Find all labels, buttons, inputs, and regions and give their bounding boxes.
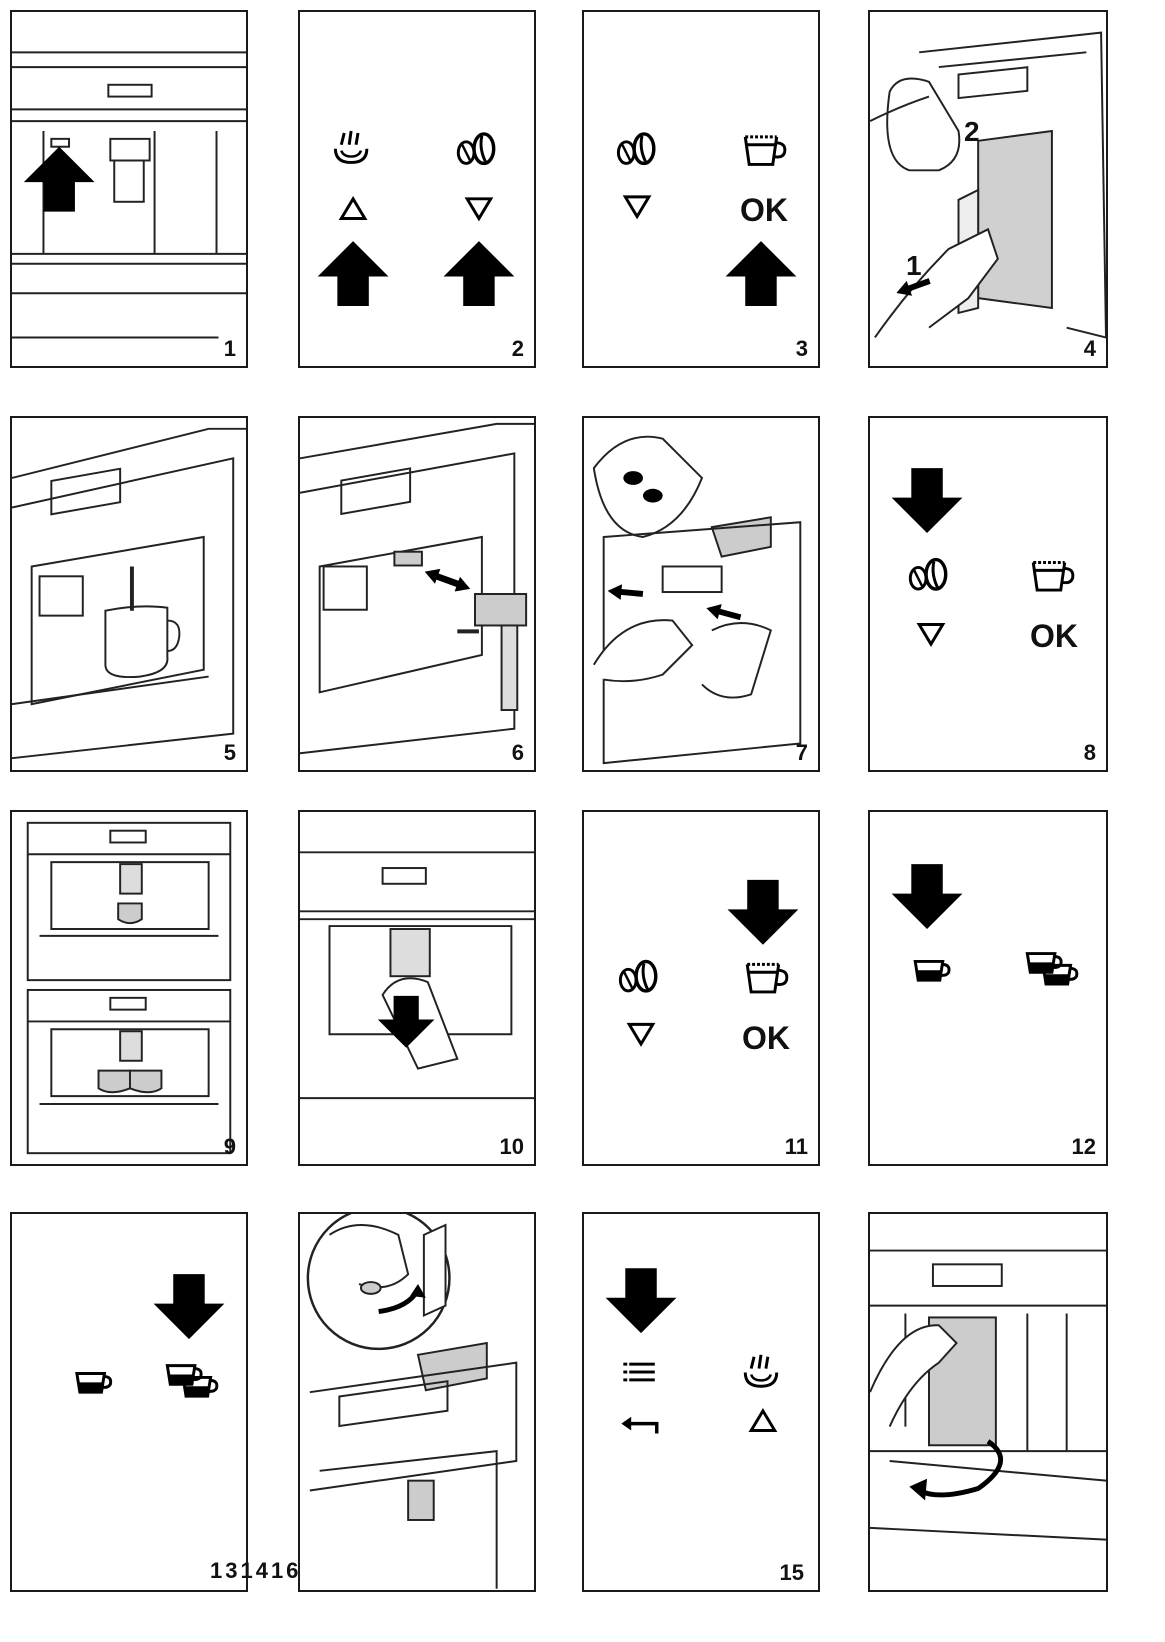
arrow-down-icon: [605, 1268, 677, 1334]
step-panel-3: OK 3: [582, 10, 820, 368]
arrow-left-icon: [422, 564, 461, 592]
cup-level-icon: [743, 135, 787, 166]
spout-adjust-illustration: [300, 851, 534, 1100]
step-panel-14: [298, 1212, 536, 1592]
arrow-down-icon: [727, 879, 799, 945]
single-cup-icon: [75, 1372, 113, 1394]
panel-15-art: [605, 1268, 779, 1436]
panel-number: 6: [511, 740, 524, 765]
panel-3-art: [616, 132, 797, 306]
beans-icon: [618, 959, 658, 993]
milk-pipe-attach-illustration: [300, 422, 534, 755]
step-panel-13: [10, 1212, 248, 1592]
panel-number: 10: [499, 1134, 524, 1159]
step-panel-16: [868, 1212, 1108, 1592]
cup-level-icon: [1031, 561, 1075, 592]
step-two-label: 2: [964, 116, 980, 147]
ok-label: OK: [1030, 618, 1078, 654]
up-triangle-icon: [749, 1409, 777, 1432]
step-panel-4: 1 2 4: [868, 10, 1108, 368]
arrow-up-icon: [23, 146, 95, 212]
step-panel-8: OK 8: [868, 416, 1108, 772]
panel-number: 2: [511, 336, 524, 361]
steam-icon: [333, 129, 369, 164]
brew-unit-removal-illustration: [870, 1249, 1106, 1541]
beans-icon: [616, 132, 656, 166]
up-triangle-icon: [339, 197, 367, 220]
panel-number: 3: [795, 336, 808, 361]
step-panel-15: 15: [582, 1212, 820, 1592]
down-triangle-icon: [623, 195, 651, 219]
panel-number: 1: [223, 336, 236, 361]
step-panel-9: 9: [10, 810, 248, 1166]
panel-number: 5: [223, 740, 236, 765]
ok-label: OK: [742, 1020, 790, 1056]
bean-fill-illustration: [592, 435, 802, 765]
step-panel-12: 12: [868, 810, 1108, 1166]
cup-level-icon: [745, 962, 789, 994]
step-panel-5: 5: [10, 416, 248, 772]
machine-front-illustration: [12, 51, 246, 339]
step-panel-10: 10: [298, 810, 536, 1166]
arrow-up-icon: [443, 241, 515, 306]
step-panel-11: OK 11: [582, 810, 820, 1166]
arrow-down-icon: [891, 864, 963, 929]
arrow-down-icon: [153, 1274, 225, 1340]
down-triangle-icon: [465, 197, 493, 220]
panel-8-art: [891, 468, 1075, 646]
panel-number: 11: [784, 1134, 808, 1159]
double-cup-icon: [1025, 952, 1079, 986]
panel-2-art: [317, 129, 515, 306]
back-icon: [619, 1415, 659, 1436]
step-one-label: 1: [906, 250, 922, 281]
panel-number: 12: [1071, 1134, 1096, 1159]
arrow-left-icon: [704, 600, 743, 625]
grinder-adjust-illustration: [306, 1214, 518, 1589]
arrow-up-icon: [317, 241, 389, 306]
menu-icon: [623, 1362, 655, 1382]
water-tank-fill-illustration: [870, 31, 1106, 339]
panel-13-art: [75, 1274, 225, 1398]
mug-under-spout-illustration: [12, 427, 246, 760]
step-panel-2: 2: [298, 10, 536, 368]
panel-number: 8: [1083, 740, 1096, 765]
panel-11-art: [618, 879, 799, 1046]
panel-number: 9: [223, 1134, 236, 1159]
panel-12-art: [891, 864, 1079, 986]
ok-label: OK: [740, 192, 788, 228]
down-triangle-icon: [627, 1022, 655, 1046]
double-cup-icon: [165, 1364, 219, 1398]
beans-icon: [908, 557, 948, 591]
step-panel-7: 7: [582, 416, 820, 772]
down-triangle-icon: [917, 623, 945, 646]
arrow-up-icon: [725, 241, 797, 306]
arrow-down-icon: [891, 468, 963, 534]
step-panel-6: 6: [298, 416, 536, 772]
steam-icon: [743, 1353, 779, 1388]
panel-number: 7: [795, 740, 808, 765]
panel-number: 15: [779, 1560, 804, 1585]
combined-panel-numbers: 131416: [210, 1558, 302, 1583]
arrow-left-icon: [606, 582, 644, 602]
single-cup-icon: [913, 959, 951, 982]
beans-icon: [456, 132, 496, 166]
cup-placement-illustration: [26, 821, 232, 1155]
step-panel-1: 1: [10, 10, 248, 368]
panel-number: 4: [1083, 336, 1096, 361]
